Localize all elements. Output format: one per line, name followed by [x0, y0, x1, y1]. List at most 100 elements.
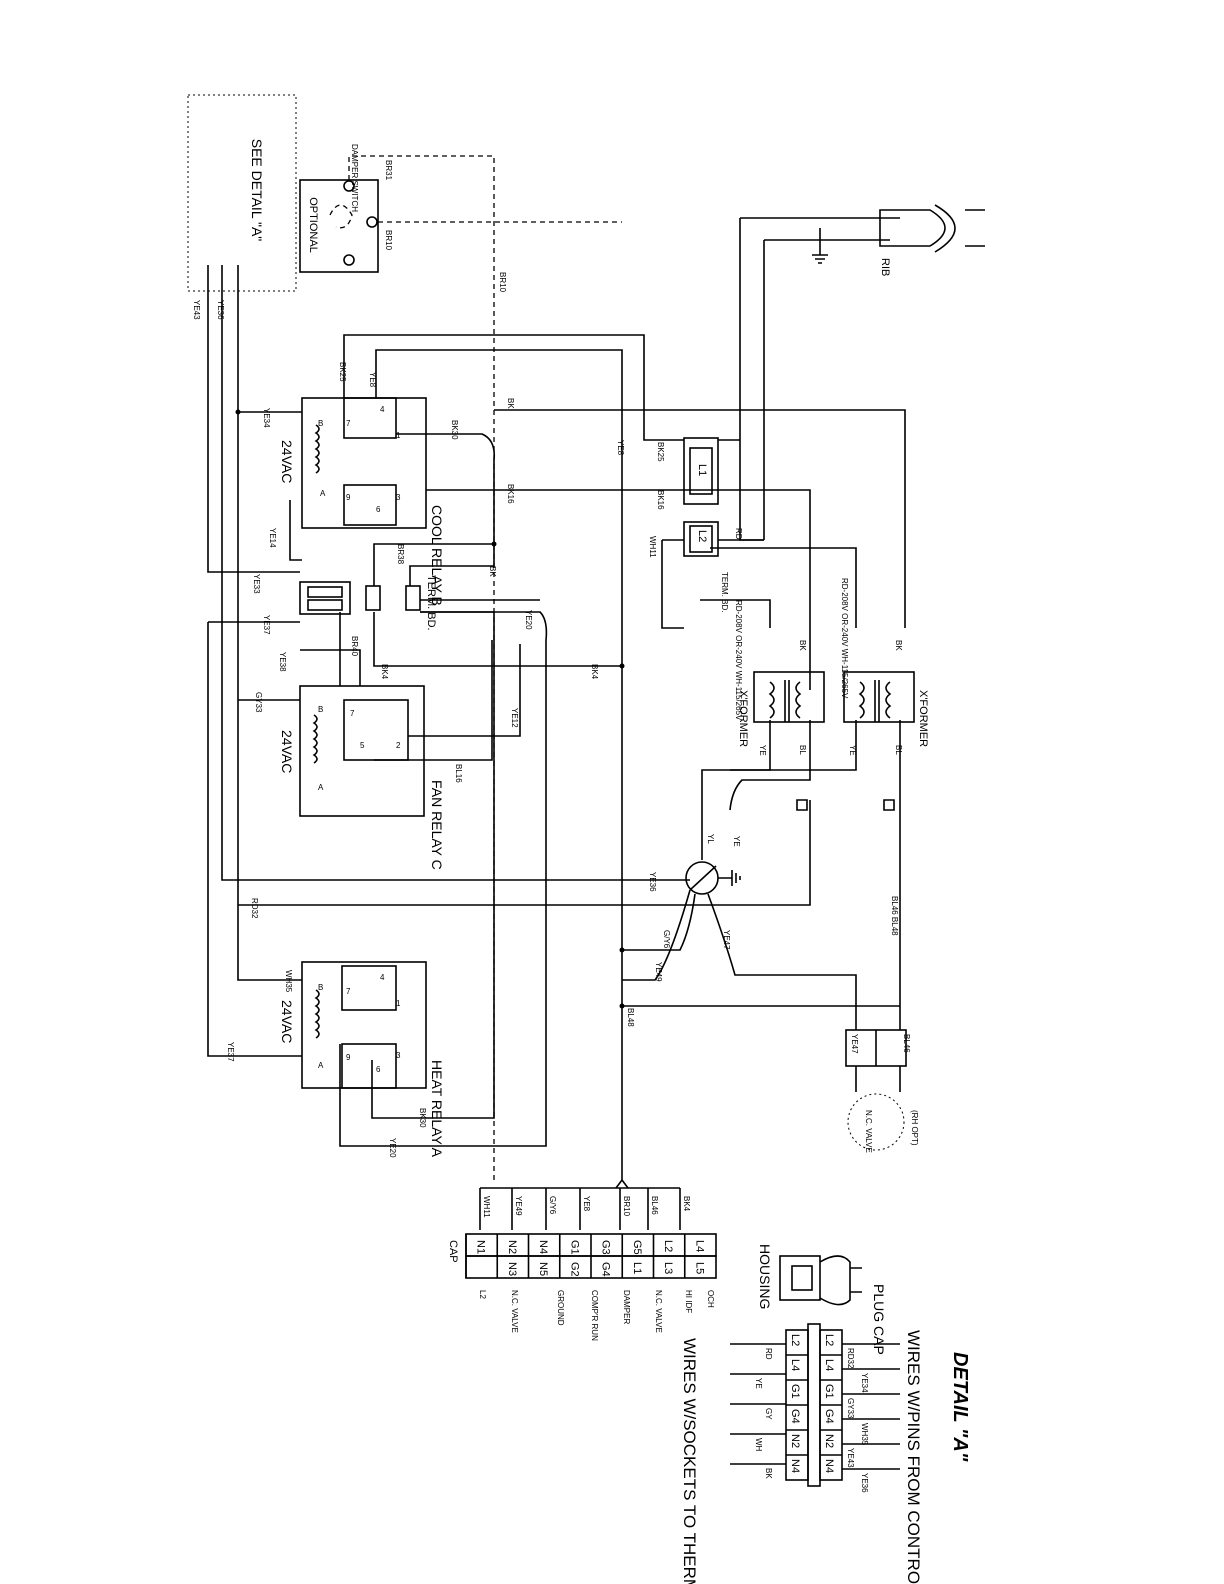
plug-cap-shape — [819, 1255, 851, 1306]
plug-body — [879, 209, 946, 247]
label-ye8b: YE8 — [616, 440, 625, 456]
fan-relay-voltage: 24VAC — [279, 730, 295, 773]
detail-pin-wire-label: YE34 — [860, 1373, 869, 1393]
label-br10b: BR10 — [498, 272, 507, 293]
label-bk16: BK16 — [506, 484, 515, 504]
fan-t5: 5 — [360, 741, 365, 750]
label-ye36: YE36 — [216, 300, 225, 320]
heat-relay-voltage: 24VAC — [279, 1000, 295, 1043]
heat-relay-contact-bottom — [341, 1043, 397, 1089]
term-bd-left-fuse — [365, 585, 381, 611]
label-bk30: BK30 — [450, 420, 459, 440]
detail-socket-wire-label: YE — [754, 1378, 763, 1389]
cap-wire-name: YE8 — [582, 1196, 591, 1212]
wire-xf2-primary — [710, 547, 857, 628]
damper-switch-box — [299, 179, 379, 273]
xformer1-primary — [795, 681, 802, 719]
detail-pin-cell: L4 — [823, 1359, 835, 1371]
wire-ye36 — [221, 265, 690, 881]
cap-function-label: DAMPER — [622, 1290, 631, 1324]
xformer1-ye: YE — [758, 745, 767, 756]
junction — [619, 1003, 625, 1009]
label-bk4: BK4 — [380, 664, 389, 680]
detail-a: WIRES W/SOCKETS TO THERMOSTAT WIRES W/PI… — [680, 1323, 971, 1584]
label-ye37b: YE37 — [226, 1042, 235, 1062]
plug-cap-label: PLUG CAP — [871, 1284, 887, 1355]
cap-function-label: GROUND — [556, 1290, 565, 1326]
label-ye8: YE8 — [368, 372, 377, 388]
detail-socket-wire-label: BK — [764, 1468, 773, 1479]
cap-cell-label: N5 — [537, 1262, 549, 1276]
label-ye20b: YE20 — [388, 1138, 397, 1158]
cool-relay-name: COOL RELAY B — [429, 505, 445, 606]
term-bd-left-fuse2 — [405, 585, 421, 611]
cool-t3: 3 — [396, 493, 401, 502]
detail-socket-wire-label: WH — [754, 1438, 763, 1452]
heat-t7: 7 — [346, 987, 351, 996]
detail-socket-cell: L4 — [789, 1359, 801, 1371]
fan-t2: 2 — [396, 741, 401, 750]
cap-wire-name: BR10 — [622, 1196, 631, 1217]
wire-bk16 — [426, 489, 811, 690]
label-rd32: RD32 — [250, 898, 259, 919]
xformer2-primary-label: RD-208V OR-240V WH-115/265V — [840, 578, 849, 699]
detail-bottom-caption: WIRES W/PINS FROM CONTROL — [904, 1330, 923, 1584]
detail-bottom-caption-wrap: WIRES W/PINS FROM CONTROL — [904, 1330, 923, 1584]
transformer-2: X'FORMER RD-208V OR-240V WH-115/265V YE … — [840, 578, 929, 756]
detail-top-caption-1: WIRES W/SOCKETS TO THERMOSTAT — [680, 1338, 699, 1584]
valve-leads — [855, 1066, 901, 1092]
cool-t4: 4 — [380, 405, 385, 414]
label-ye: YE — [732, 836, 741, 847]
label-ye12: YE12 — [510, 708, 519, 728]
label-ye37: YE37 — [262, 615, 271, 635]
cool-relay-b: 24VAC COOL RELAY B 7 4 1 9 6 3 A B — [279, 397, 445, 606]
see-detail-label: SEE DETAIL "A" — [249, 139, 265, 242]
damper-terminal-2 — [366, 216, 378, 228]
term-l1-inner — [689, 447, 713, 495]
wire-ye14 — [289, 500, 302, 561]
valve-note: (RH OPT) — [910, 1110, 919, 1146]
wire-caps — [796, 799, 895, 811]
heat-relay-coil — [314, 989, 320, 1039]
detail-socket-cell: G1 — [789, 1384, 801, 1399]
wire-bundle — [615, 1179, 629, 1189]
label-br31: BR31 — [384, 160, 393, 181]
junction — [235, 409, 241, 415]
cap-cell-label: G5 — [631, 1240, 643, 1255]
housing-plug: HOUSING PLUG CAP — [757, 1244, 887, 1355]
term-l1-label: L1 — [696, 464, 708, 476]
plug-prongs — [965, 209, 985, 247]
xformer1-label: X'FORMER — [737, 690, 749, 747]
label-ye49: YE49 — [654, 962, 663, 982]
detail-pin-wire-label: WH35 — [860, 1423, 869, 1446]
detail-socket-cell: L2 — [789, 1334, 801, 1346]
cap-title: CAP — [447, 1240, 459, 1263]
term-bd-left-bar1 — [307, 586, 343, 598]
cap-cell-label: N1 — [475, 1240, 487, 1254]
cap-cell-label: G3 — [600, 1240, 612, 1255]
xformer1-primary-label: RD-208V OR-240V WH-115/265V — [734, 600, 743, 721]
cool-t7: 7 — [346, 419, 351, 428]
label-bk25b: BK25 — [656, 442, 665, 462]
cap-cell-label: G2 — [568, 1262, 580, 1277]
heat-relay-name: HEAT RELAY A — [429, 1060, 445, 1158]
xformer2-core — [874, 680, 880, 722]
cap-cell-label: L3 — [662, 1262, 674, 1274]
cap-function-label: COMP'R RUN — [590, 1290, 599, 1341]
label-wh35: WH35 — [284, 970, 293, 993]
detail-socket-cell: N4 — [789, 1459, 801, 1473]
cap-wire-name: WH11 — [482, 1196, 491, 1218]
wire-wh35 — [237, 412, 302, 981]
cool-relay-contact-bottom — [343, 484, 397, 526]
wire-ye37 — [207, 622, 302, 1057]
wire-xf2-ye — [730, 720, 857, 771]
cap-function-label: N.C. VALVE — [654, 1290, 663, 1333]
term-bd-right-label: TERM. BD. — [720, 572, 729, 612]
label-bl16: BL16 — [454, 764, 463, 783]
wire-br38 — [409, 544, 495, 586]
fan-tb: B — [318, 705, 323, 714]
term-bd-left-block — [299, 581, 351, 615]
xformer1-core — [784, 680, 790, 722]
label-gy33: GY33 — [254, 692, 263, 713]
